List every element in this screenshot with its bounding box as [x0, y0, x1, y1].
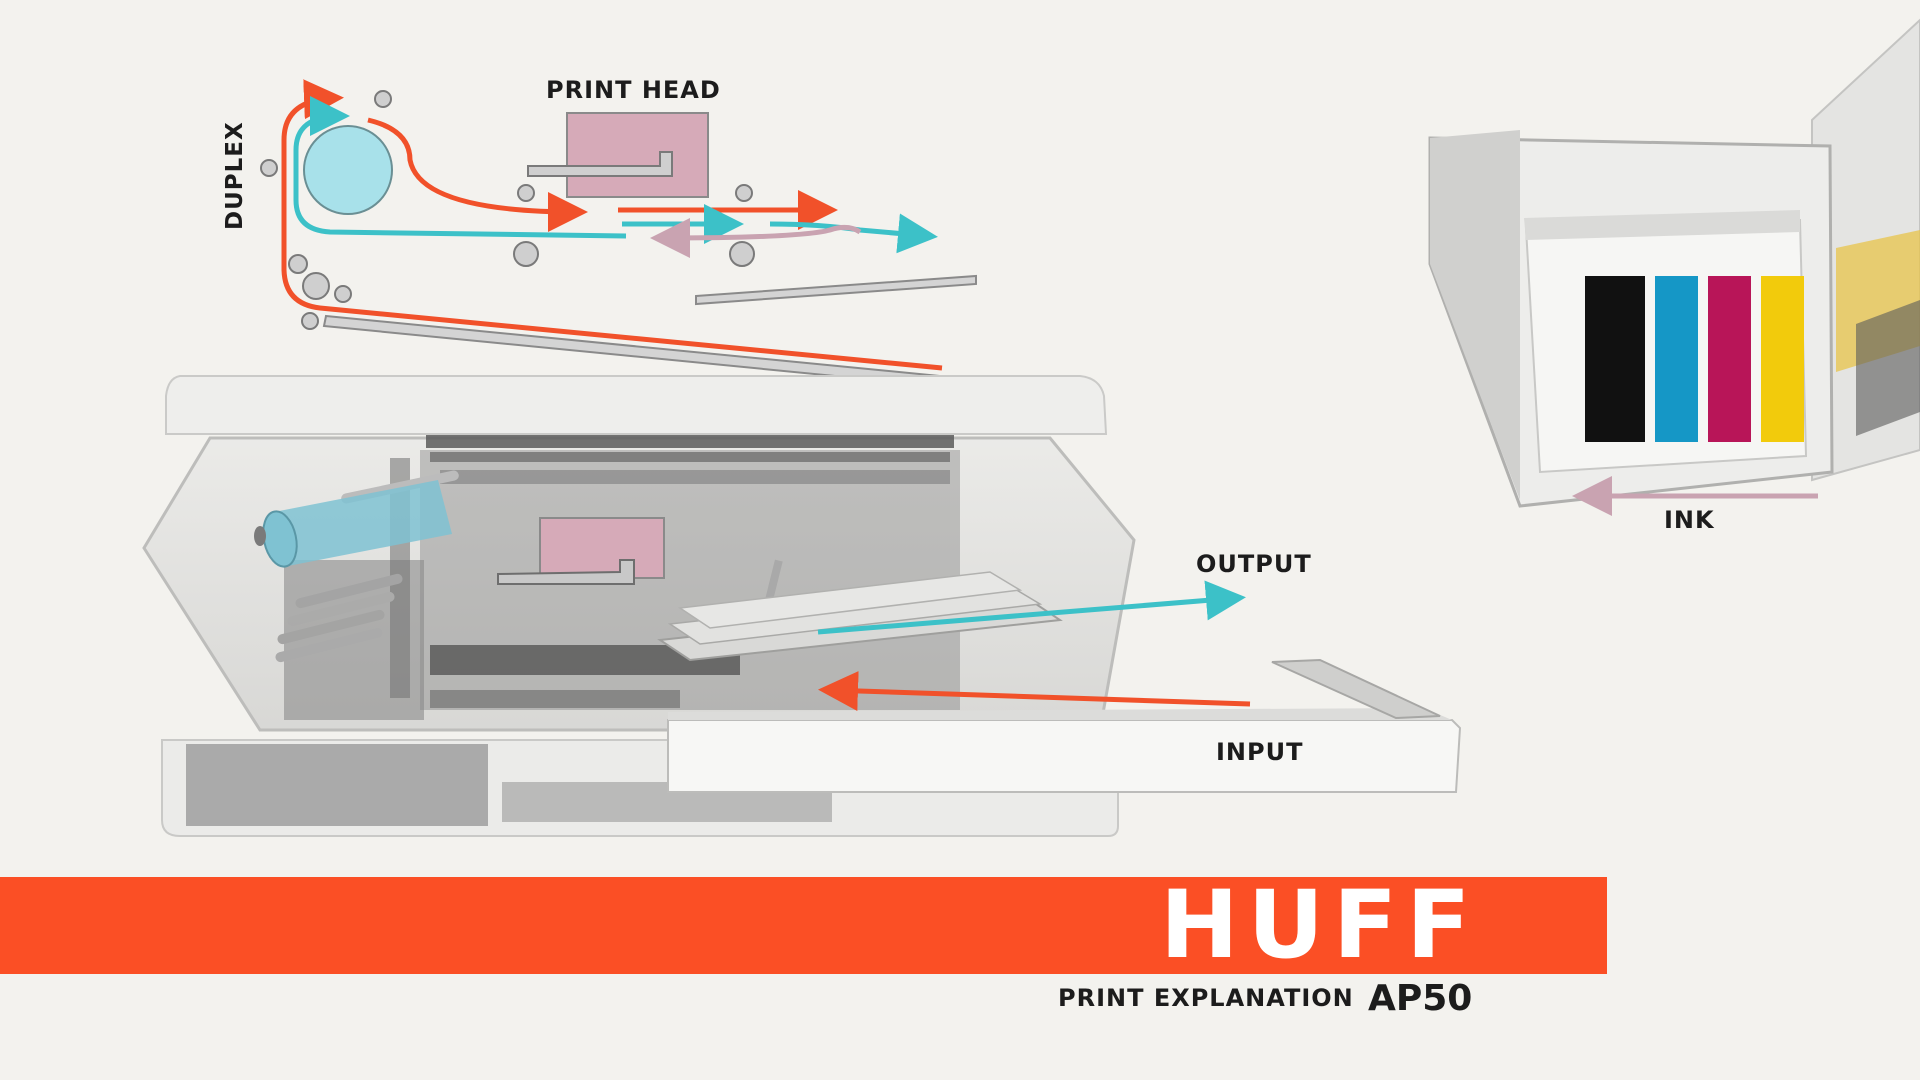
print-head-label: PRINT HEAD	[546, 76, 721, 104]
ink-compartment	[1428, 18, 1920, 516]
duplex-roller	[303, 125, 393, 215]
printer-lid	[165, 375, 1108, 435]
input-arrow	[818, 671, 1251, 711]
duplex-paper-path	[293, 96, 627, 239]
reverse-paper-path	[650, 217, 862, 258]
output-guide-plate	[695, 274, 977, 306]
input-paper-path	[281, 79, 943, 371]
brand-subtitle: PRINT EXPLANATION	[1058, 984, 1354, 1012]
ink-label: INK	[1664, 506, 1715, 534]
output-arrow	[817, 580, 1246, 635]
ink-cartridge-cyan	[1655, 276, 1698, 442]
input-tray	[667, 719, 1462, 793]
brand-name: HUFF	[1160, 871, 1480, 980]
inner-print-head	[539, 517, 665, 579]
ink-cartridge-magenta	[1708, 276, 1751, 442]
ink-cartridge-black	[1585, 276, 1645, 442]
model-name: AP50	[1368, 978, 1473, 1019]
blue-roller	[254, 480, 452, 568]
printer-body	[142, 375, 1462, 837]
print-head-arm	[527, 151, 673, 177]
feed-paper-path	[367, 117, 588, 232]
paper-path-schematic	[260, 79, 977, 390]
small-rollers	[260, 90, 755, 330]
print-head-block	[566, 112, 709, 198]
output-label: OUTPUT	[1196, 550, 1312, 578]
duplex-label: DUPLEX	[222, 121, 248, 230]
ink-cartridge-yellow	[1761, 276, 1804, 442]
input-label: INPUT	[1216, 738, 1304, 766]
brand-banner	[0, 877, 1607, 974]
